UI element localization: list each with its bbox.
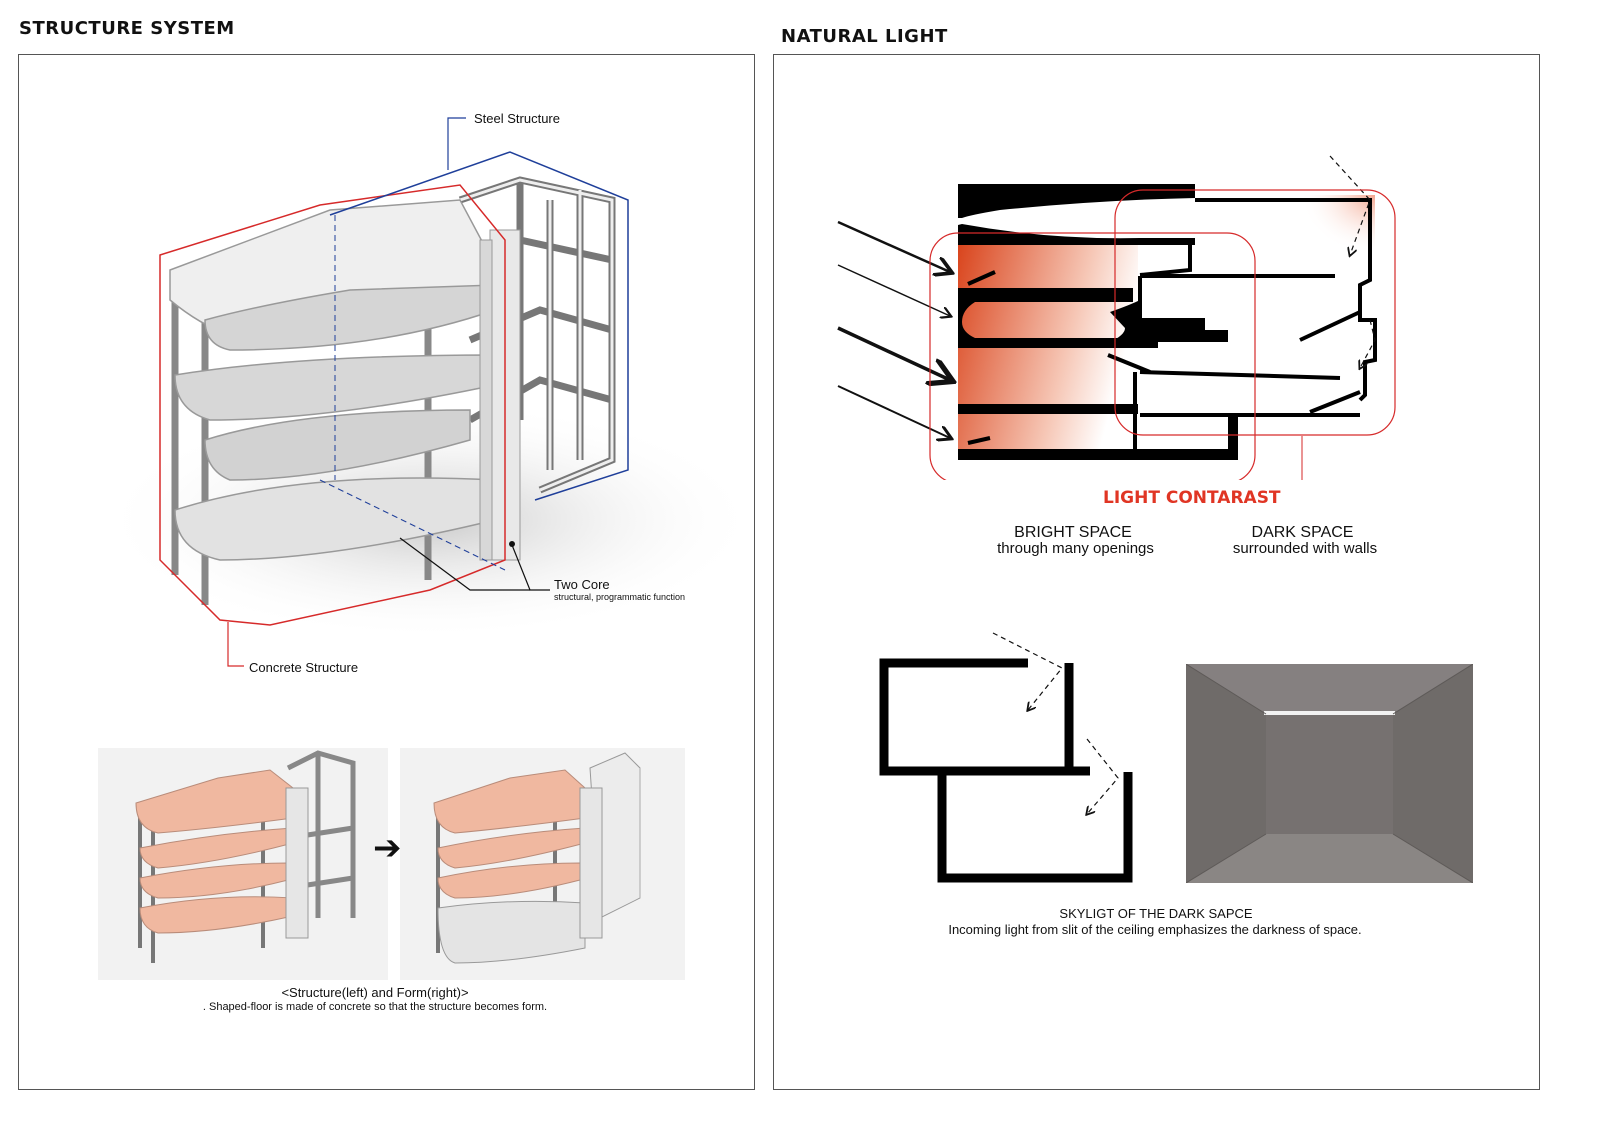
skylight-title: SKYLIGT OF THE DARK SAPCE [1059, 906, 1253, 921]
dashed-skylight-arrows [1329, 155, 1376, 368]
building-axonometric [100, 117, 750, 667]
skylight-sub: Incoming light from slit of the ceiling … [948, 922, 1362, 937]
dark-space-title: DARK SPACE [1251, 524, 1354, 541]
skylight-diagram [879, 632, 1133, 883]
natural-light-title: NATURAL LIGHT [781, 26, 948, 47]
section-walls [958, 184, 1238, 460]
structure-title: STRUCTURE SYSTEM [19, 18, 235, 39]
concrete-structure-label: Concrete Structure [249, 660, 359, 675]
concrete-leader [227, 622, 244, 667]
two-core-label: Two Core [554, 577, 610, 592]
steel-outline [329, 151, 629, 501]
core [479, 229, 521, 561]
form-small-figure [400, 748, 685, 980]
dark-space-render [1186, 664, 1473, 883]
structure-caption-body: . Shaped-floor is made of concrete so th… [202, 1001, 548, 1013]
arrow-right-icon: ➔ [373, 828, 402, 868]
bright-space-title: BRIGHT SPACE [1014, 524, 1132, 541]
structure-small-figure [98, 748, 388, 980]
steel-structure-label: Steel Structure [474, 111, 560, 126]
bright-zone-outline [929, 232, 1256, 480]
dark-space-sub: surrounded with walls [1232, 540, 1378, 557]
structure-caption-title: <Structure(left) and Form(right)> [281, 985, 469, 1000]
light-contrast-label: LIGHT CONTARAST [1103, 488, 1281, 508]
natural-light-panel [773, 54, 1540, 1090]
concrete-outline [159, 184, 506, 626]
light-section-diagram [837, 155, 1396, 480]
steel-leader [447, 117, 466, 170]
two-core-sublabel: structural, programmatic function [554, 592, 686, 602]
dark-zone-outline [1114, 189, 1396, 436]
bright-space-sub: through many openings [997, 540, 1154, 557]
light-arrows [837, 220, 950, 438]
